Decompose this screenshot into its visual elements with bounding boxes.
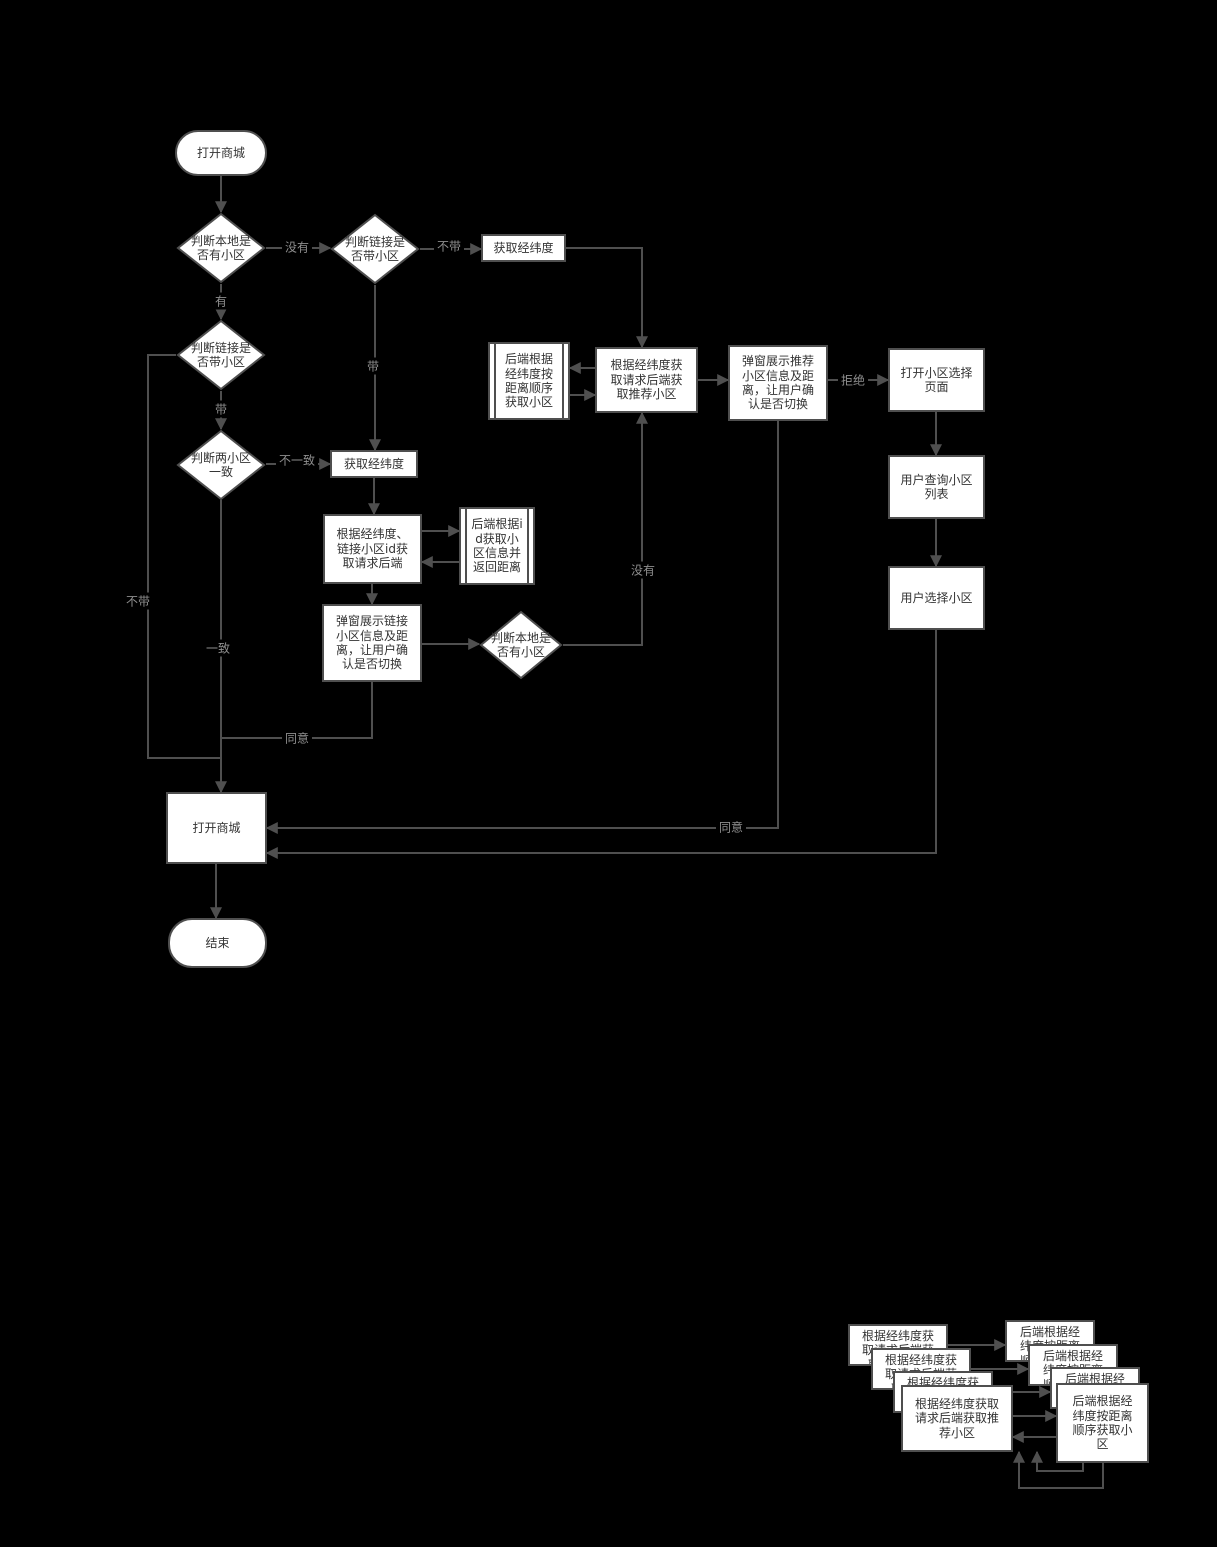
node-label: 用户查询小区列表 bbox=[900, 472, 973, 501]
flow-edge bbox=[221, 682, 373, 739]
node-label: 打开商城 bbox=[192, 820, 241, 835]
node-user-query-community-list: 用户查询小区列表 bbox=[888, 455, 985, 519]
node-check-link-has-community-top: 判断链接是否带小区 bbox=[330, 213, 420, 285]
node-open-community-select-page: 打开小区选择页面 bbox=[888, 348, 985, 412]
node-label: 获取经纬度 bbox=[493, 240, 554, 255]
node-request-backend-with-link-id: 根据经纬度、链接小区id获取请求后端 bbox=[323, 514, 422, 584]
node-check-two-communities-match: 判断两小区一致 bbox=[176, 429, 266, 501]
node-label: 判断两小区一致 bbox=[190, 450, 251, 479]
diamond-shape bbox=[479, 610, 563, 680]
node-check-local-has-community-top: 判断本地是否有小区 bbox=[176, 212, 266, 284]
diamond-shape bbox=[176, 319, 266, 391]
edge-label: 不带 bbox=[433, 237, 465, 255]
edge-label: 有 bbox=[211, 292, 231, 310]
node-label: 根据经纬度获取请求后端获取推荐小区 bbox=[610, 358, 683, 402]
diamond-shape bbox=[176, 429, 266, 501]
node-label: 后端根据经纬度按距离顺序获取小区 bbox=[504, 352, 553, 410]
edge-label: 拒绝 bbox=[837, 371, 869, 389]
edge-label: 同意 bbox=[281, 729, 313, 747]
node-label: 判断本地是否有小区 bbox=[490, 630, 551, 659]
node-label: 打开商城 bbox=[196, 145, 245, 160]
node-label: 后端根据经纬度按距离顺序获取小区 bbox=[1072, 1394, 1133, 1452]
edge-label: 没有 bbox=[627, 561, 659, 579]
node-label: 根据经纬度、链接小区id获取请求后端 bbox=[336, 527, 409, 571]
node-get-coordinates-top: 获取经纬度 bbox=[481, 234, 566, 262]
flow-edge bbox=[1013, 1450, 1104, 1489]
node-start: 打开商城 bbox=[175, 130, 267, 176]
node-user-select-community: 用户选择小区 bbox=[888, 566, 985, 630]
node-backend-sort-by-distance: 后端根据经纬度按距离顺序获取小区 bbox=[488, 342, 570, 420]
edge-label: 带 bbox=[363, 357, 383, 375]
node-label: 判断链接是否带小区 bbox=[344, 234, 405, 263]
node-label: 判断本地是否有小区 bbox=[190, 233, 251, 262]
edge-label: 不一致 bbox=[275, 451, 319, 469]
node-check-local-has-community-mid: 判断本地是否有小区 bbox=[479, 610, 563, 680]
node-label: 判断链接是否带小区 bbox=[190, 340, 251, 369]
node-end: 结束 bbox=[168, 918, 267, 968]
edge-label: 带 bbox=[211, 400, 231, 418]
node-open-mall: 打开商城 bbox=[166, 792, 267, 864]
node-label: 后端根据id获取小区信息并返回距离 bbox=[471, 517, 523, 575]
node-label: 获取经纬度 bbox=[343, 456, 404, 471]
flow-edge bbox=[265, 630, 937, 859]
node-label: 弹窗展示推荐小区信息及距离，让用户确认是否切换 bbox=[741, 354, 814, 412]
node-cluster-backend-sort: 后端根据经纬度按距离顺序获取小区 bbox=[1056, 1383, 1149, 1463]
flow-edge bbox=[566, 247, 648, 349]
node-label: 弹窗展示链接小区信息及距离，让用户确认是否切换 bbox=[335, 614, 408, 672]
node-get-coordinates-mid: 获取经纬度 bbox=[330, 450, 418, 478]
node-check-link-has-community-left: 判断链接是否带小区 bbox=[176, 319, 266, 391]
node-label: 用户选择小区 bbox=[900, 590, 973, 605]
diamond-shape bbox=[176, 212, 266, 284]
node-label: 打开小区选择页面 bbox=[900, 365, 973, 394]
edge-label: 没有 bbox=[281, 238, 313, 256]
node-cluster-request-recommend: 根据经纬度获取请求后端获取推荐小区 bbox=[901, 1385, 1013, 1452]
flow-edge bbox=[265, 421, 779, 834]
edge-label: 一致 bbox=[202, 639, 234, 657]
node-popup-recommend-community-confirm: 弹窗展示推荐小区信息及距离，让用户确认是否切换 bbox=[728, 345, 828, 421]
edge-label: 不带 bbox=[122, 592, 154, 610]
node-label: 结束 bbox=[205, 935, 230, 950]
edge-label: 同意 bbox=[715, 818, 747, 836]
diamond-shape bbox=[330, 213, 420, 285]
node-backend-get-community-by-id: 后端根据id获取小区信息并返回距离 bbox=[459, 507, 535, 585]
node-popup-link-community-confirm: 弹窗展示链接小区信息及距离，让用户确认是否切换 bbox=[322, 604, 422, 682]
flow-edge bbox=[1031, 1450, 1084, 1472]
node-label: 根据经纬度获取请求后端获取推荐小区 bbox=[914, 1396, 999, 1440]
flow-edge bbox=[563, 411, 648, 646]
flow-edge bbox=[147, 354, 221, 759]
node-request-recommend-community: 根据经纬度获取请求后端获取推荐小区 bbox=[595, 347, 698, 413]
